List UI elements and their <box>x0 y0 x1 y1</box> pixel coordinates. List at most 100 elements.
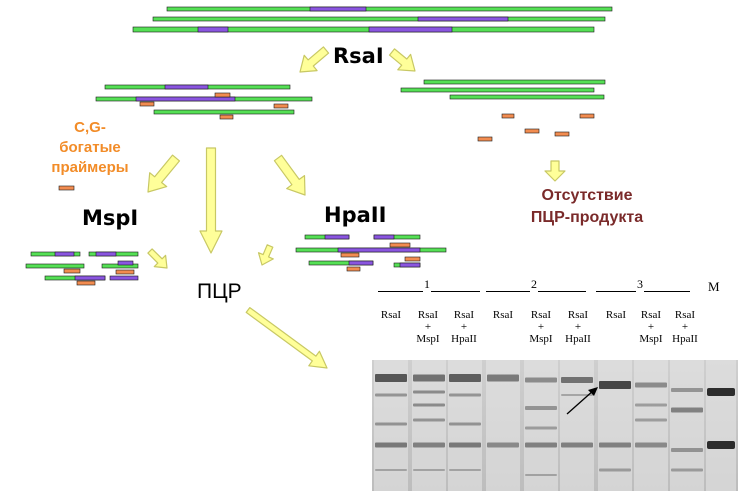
arrow-mspi-to-pcr <box>147 248 168 269</box>
gel-band <box>449 422 481 426</box>
dna-site <box>74 275 106 281</box>
gel-band <box>413 403 445 407</box>
arrow-to-pcr <box>199 147 223 254</box>
gel-band <box>561 442 593 448</box>
gel-band <box>375 393 407 397</box>
dna-fragment <box>449 94 605 100</box>
gel-band <box>671 388 703 392</box>
arrow-to-gel <box>245 307 328 369</box>
gel-band <box>413 469 445 471</box>
gel-band <box>671 448 703 452</box>
no-product-line-2: ПЦР-продукта <box>530 209 644 226</box>
label-no-product: Отсутствие ПЦР-продукта <box>512 185 662 229</box>
gel-band <box>413 390 445 394</box>
arrow-to-no-product <box>544 160 566 182</box>
dna-fragment <box>423 79 606 85</box>
gel-band <box>599 442 631 448</box>
primer <box>63 268 81 274</box>
gel-band <box>635 418 667 422</box>
gel-band <box>449 469 481 471</box>
gel-lane-label: RsaI+MspI <box>632 309 670 345</box>
label-pcr: ПЦР <box>197 280 242 303</box>
dna-site <box>348 260 374 266</box>
primer <box>346 266 361 272</box>
gel-lane-label-line: RsaI <box>674 309 696 321</box>
gel-band <box>525 442 557 448</box>
arrow-hpaii-to-pcr <box>257 244 274 266</box>
dna-site <box>373 234 395 240</box>
dna-fragment <box>25 263 85 269</box>
dna-site <box>368 26 453 33</box>
primer <box>554 131 570 137</box>
gel-lane-label-line: RsaI <box>605 309 627 321</box>
dna-site <box>95 251 117 257</box>
gel-group-3-line: 3 <box>596 277 690 292</box>
gel-group-1-label: 1 <box>423 277 431 292</box>
gel-band <box>599 381 631 389</box>
gel-band <box>375 469 407 471</box>
primer <box>219 114 234 120</box>
gel-pointer-line <box>566 389 595 415</box>
gel-band <box>525 377 557 383</box>
gel-band <box>449 393 481 397</box>
gel-lane-label-line: + <box>424 321 432 333</box>
dna-site <box>54 251 75 257</box>
gel-band <box>449 442 481 448</box>
gel-lane-label: RsaI+HpaII <box>559 309 597 345</box>
gel-lane-label-line: + <box>460 321 468 333</box>
gel-lane-2 <box>412 360 446 491</box>
gel-lane-label-line: RsaI <box>640 309 662 321</box>
gel-band <box>525 406 557 410</box>
dna-site <box>399 262 421 268</box>
dna-site <box>109 275 139 281</box>
dna-fragments <box>25 6 613 286</box>
gel-lane-label-line: MspI <box>529 333 553 345</box>
primer <box>273 103 289 109</box>
label-gc-primers: C,G- богатые праймеры <box>44 118 136 178</box>
primer <box>214 92 231 98</box>
gel-band <box>375 442 407 448</box>
gc-line-2: богатые <box>59 139 121 156</box>
primer <box>477 136 493 142</box>
gel-group-3: 3 <box>596 277 690 292</box>
gel-lane-label: RsaI+MspI <box>409 309 447 345</box>
gel-band <box>487 442 519 448</box>
label-hpaii: HpaII <box>324 203 387 227</box>
gel-group-2-line: 2 <box>486 277 586 292</box>
primer <box>579 113 595 119</box>
gel-lane-label-line: + <box>574 321 582 333</box>
primer <box>139 101 155 107</box>
arrow-to-hpaii <box>273 154 306 196</box>
gel-band <box>635 382 667 388</box>
gel-group-2-label: 2 <box>530 277 538 292</box>
gel-group-1-line: 1 <box>378 277 480 292</box>
gel-marker-lane <box>706 360 736 491</box>
dna-strand <box>132 26 595 33</box>
gel-lane-label: RsaI <box>484 309 522 321</box>
arrow-rsai-left <box>299 46 330 73</box>
gel-lane-4 <box>486 360 520 491</box>
no-product-line-1: Отсутствие <box>541 187 633 204</box>
gel-lane-label: RsaI+MspI <box>522 309 560 345</box>
gel-lane-label: RsaI+HpaII <box>445 309 483 345</box>
gel-band <box>635 403 667 407</box>
gel-lane-label-line: HpaII <box>565 333 591 345</box>
dna-strand <box>152 16 606 22</box>
gel-band <box>413 418 445 422</box>
gel-lane-label-line: RsaI <box>417 309 439 321</box>
gel-lane-label-line: RsaI <box>492 309 514 321</box>
dna-site <box>164 84 209 90</box>
dna-strand <box>166 6 613 12</box>
gel-lane-label-line: + <box>681 321 689 333</box>
gel-band <box>525 474 557 476</box>
gel-lane-label-line: RsaI <box>380 309 402 321</box>
gel-lane-label-line: HpaII <box>672 333 698 345</box>
arrow-to-mspi <box>147 154 181 193</box>
dna-fragment <box>400 87 595 93</box>
gel-band <box>375 374 407 382</box>
dna-fragment <box>153 109 295 115</box>
primer <box>389 242 411 248</box>
gel-band <box>413 374 445 382</box>
gel-lane-label-line: RsaI <box>530 309 552 321</box>
